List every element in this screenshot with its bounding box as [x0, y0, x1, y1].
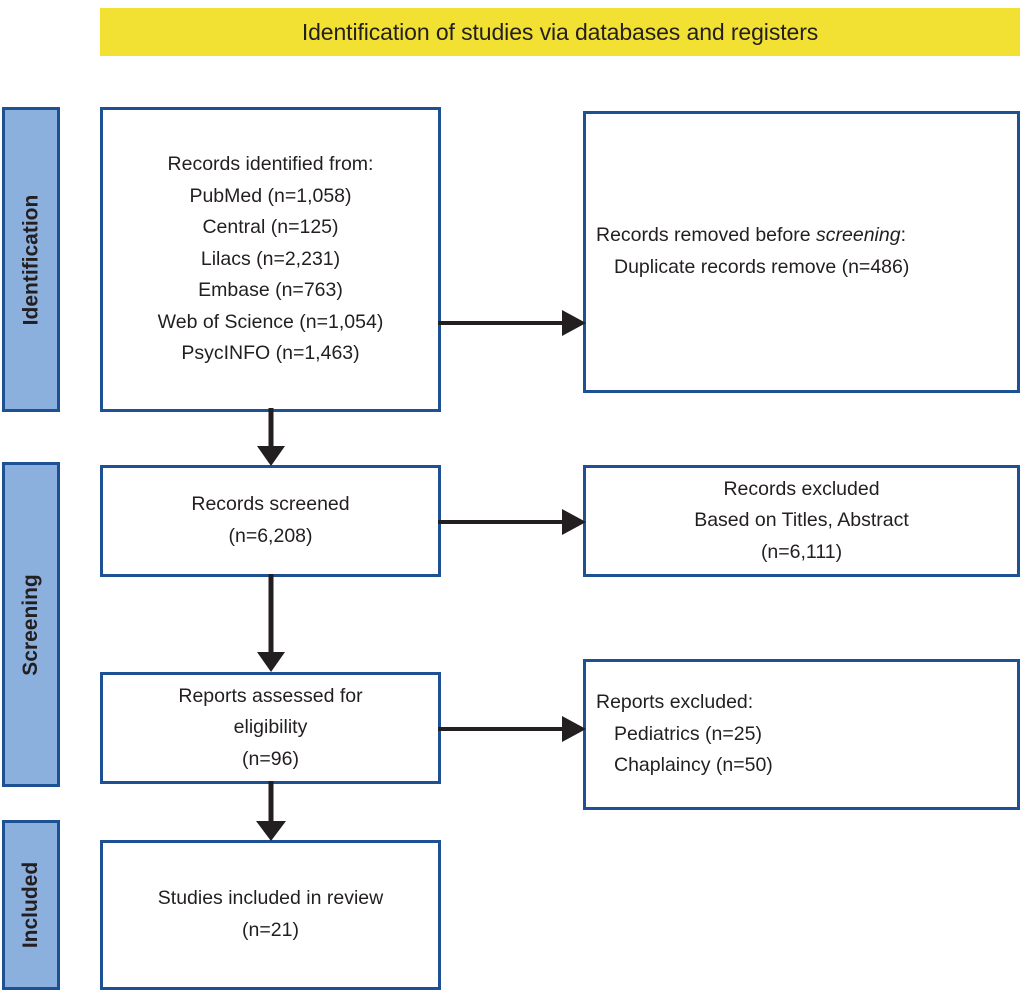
records-excluded-line1: Records excluded: [723, 477, 880, 500]
arrow-screened-to-eligibility: [252, 574, 290, 674]
box-reports-assessed-eligibility: Reports assessed for eligibility (n=96): [100, 672, 441, 784]
records-identified-source-psycinfo: PsycINFO (n=1,463): [181, 342, 360, 365]
records-identified-heading: Records identified from:: [167, 152, 374, 175]
records-identified-source-central: Central (n=125): [202, 216, 339, 239]
eligibility-line2: eligibility: [233, 716, 308, 739]
records-excluded-line2: Based on Titles, Abstract: [694, 509, 909, 532]
stage-label-included-text: Included: [19, 861, 42, 949]
stage-label-screening-text: Screening: [19, 573, 43, 676]
arrow-eligibility-to-included: [252, 781, 290, 843]
diagram-title: Identification of studies via databases …: [301, 18, 819, 45]
records-excluded-count: (n=6,111): [760, 540, 843, 563]
diagram-header-banner: Identification of studies via databases …: [100, 8, 1020, 56]
box-records-identified: Records identified from: PubMed (n=1,058…: [100, 107, 441, 412]
box-records-excluded: Records excluded Based on Titles, Abstra…: [583, 465, 1020, 577]
records-identified-source-embase: Embase (n=763): [198, 279, 343, 302]
records-removed-detail: Duplicate records remove (n=486): [614, 256, 910, 278]
records-removed-heading: Records removed before screening:: [596, 220, 1007, 252]
records-identified-source-lilacs: Lilacs (n=2,231): [200, 247, 341, 270]
reports-excluded-reason-chaplaincy: Chaplaincy (n=50): [614, 754, 773, 777]
studies-included-label: Studies included in review: [157, 887, 384, 910]
records-removed-heading-italic: screening: [816, 224, 901, 247]
records-identified-source-pubmed: PubMed (n=1,058): [189, 184, 352, 207]
arrow-identified-to-removed: [438, 305, 588, 341]
arrow-identified-to-screened: [252, 408, 290, 468]
records-screened-label: Records screened: [191, 493, 350, 516]
eligibility-count: (n=96): [242, 747, 299, 770]
studies-included-count: (n=21): [242, 919, 299, 941]
stage-label-identification: Identification: [2, 107, 60, 412]
reports-excluded-reason-pediatrics: Pediatrics (n=25): [614, 722, 762, 745]
stage-label-identification-text: Identification: [19, 194, 43, 325]
arrow-screened-to-records-excluded: [438, 504, 588, 540]
box-records-screened: Records screened (n=6,208): [100, 465, 441, 577]
records-identified-source-web-of-science: Web of Science (n=1,054): [157, 310, 384, 333]
records-removed-heading-prefix: Records removed before: [596, 224, 817, 247]
arrow-eligibility-to-reports-excluded: [438, 711, 588, 747]
box-records-removed: Records removed before screening: Duplic…: [583, 111, 1020, 393]
box-studies-included: Studies included in review (n=21): [100, 840, 441, 990]
stage-label-screening: Screening: [2, 462, 60, 787]
box-reports-excluded: Reports excluded: Pediatrics (n=25) Chap…: [583, 659, 1020, 810]
records-removed-heading-suffix: :: [900, 224, 907, 247]
stage-label-included: Included: [2, 820, 60, 990]
reports-excluded-heading: Reports excluded:: [596, 691, 754, 714]
records-screened-count: (n=6,208): [228, 525, 313, 547]
eligibility-line1: Reports assessed for: [178, 684, 363, 707]
